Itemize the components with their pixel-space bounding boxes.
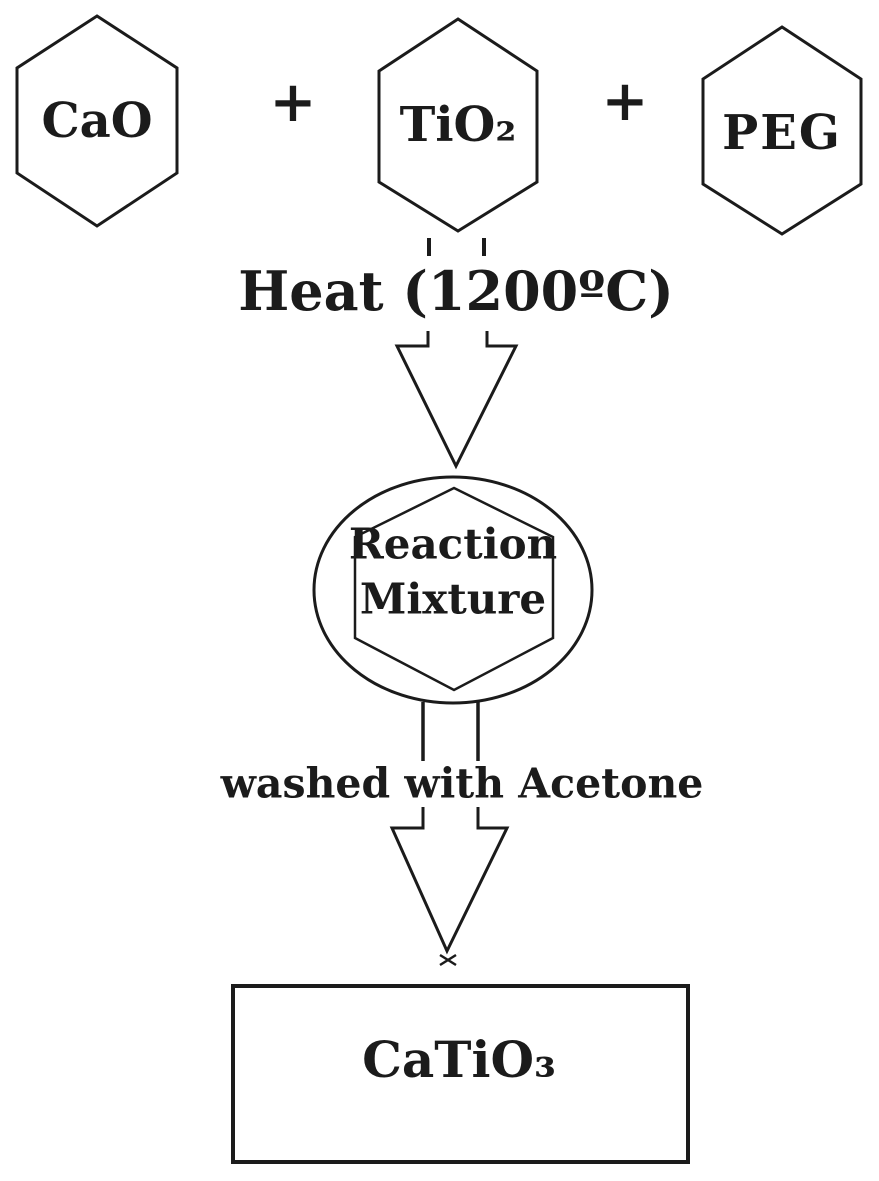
wash-step-label: washed with Acetone: [220, 759, 704, 808]
wash-arrow-tip-mark: [439, 953, 457, 967]
reaction-mixture-label-line2: Mixture: [359, 574, 547, 623]
heat-arrow: [394, 331, 519, 470]
reactant-peg-label: PEG: [722, 105, 842, 161]
reaction-mixture-label: Reaction Mixture: [349, 517, 557, 626]
plus-sign-2: +: [601, 68, 649, 134]
tio2-hexagon-shape: [377, 17, 539, 233]
reactant-tio2-label: TiO₂: [399, 97, 517, 153]
reaction-mixture-circle-shape: [312, 475, 594, 705]
wash-arrow-shaft: [421, 702, 480, 761]
peg-hexagon-shape: [701, 25, 863, 236]
reaction-mixture-hexagon-shape: [353, 486, 555, 692]
reactant-cao-label: CaO: [41, 93, 153, 149]
cao-hexagon-shape: [15, 14, 179, 228]
plus-sign-1: +: [269, 69, 317, 135]
heat-step-label: Heat (1200ºC): [238, 259, 674, 323]
product-box-shape: [231, 984, 690, 1164]
product-catio3-label: CaTiO₃: [362, 1030, 556, 1089]
heat-arrow-dashed-shaft: [427, 238, 486, 256]
reaction-mixture-label-line1: Reaction: [348, 519, 558, 569]
wash-arrow: [389, 807, 510, 955]
